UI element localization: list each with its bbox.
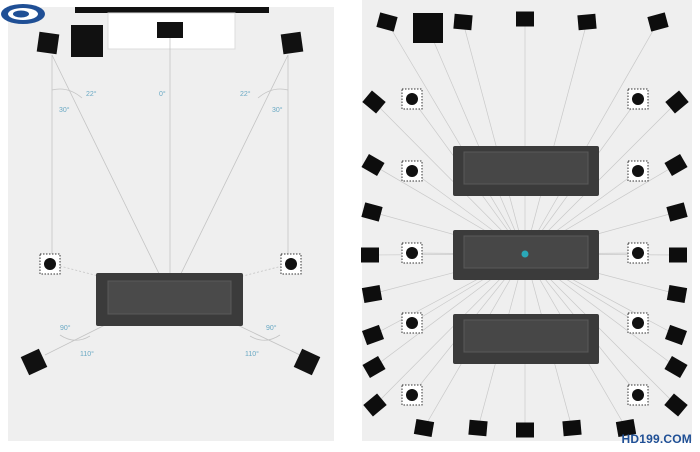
- left-layout-panel: [8, 7, 334, 441]
- angle-label-front-left-outer: 30°: [59, 106, 70, 114]
- perimeter-speaker: [666, 285, 688, 303]
- perimeter-speaker: [361, 202, 383, 222]
- angle-label-front-right: 22°: [240, 90, 251, 98]
- perimeter-speaker: [577, 13, 597, 31]
- subwoofer: [71, 25, 103, 57]
- inner-speaker-driver: [406, 165, 418, 177]
- perimeter-speaker: [664, 154, 688, 176]
- front-left-speaker: [36, 31, 60, 55]
- perimeter-speaker: [376, 12, 398, 32]
- inner-speaker-driver: [406, 317, 418, 329]
- inner-speaker-driver: [632, 93, 644, 105]
- perimeter-speaker: [516, 422, 534, 438]
- perimeter-speaker: [664, 324, 688, 346]
- perimeter-speaker: [413, 13, 443, 43]
- inner-speaker-driver: [406, 389, 418, 401]
- perimeter-speaker: [361, 324, 385, 346]
- perimeter-speaker: [647, 12, 669, 32]
- inner-speaker-driver: [406, 93, 418, 105]
- perimeter-speaker: [468, 419, 488, 437]
- watermark-logo-icon: [1, 4, 45, 24]
- angle-label-center: 0°: [159, 90, 166, 98]
- inner-speaker-driver: [632, 389, 644, 401]
- perimeter-speaker: [362, 356, 386, 378]
- perimeter-speaker: [362, 90, 386, 114]
- rear-left-speaker: [20, 348, 48, 376]
- perimeter-speaker: [615, 419, 637, 437]
- angle-label-surround-right-back: 110°: [245, 350, 259, 358]
- inner-speaker-driver: [632, 165, 644, 177]
- perimeter-speaker: [666, 202, 688, 222]
- perimeter-speaker: [669, 247, 687, 263]
- angle-label-surround-left: 90°: [60, 324, 71, 332]
- sofa-seat: [463, 151, 589, 185]
- perimeter-speaker: [664, 393, 688, 417]
- perimeter-speaker: [665, 90, 689, 114]
- listening-position-marker: [521, 250, 529, 258]
- inner-speaker-driver: [406, 247, 418, 259]
- inner-speaker-driver: [632, 247, 644, 259]
- angle-label-front-left: 22°: [86, 90, 97, 98]
- screen-bar: [75, 7, 269, 13]
- right-layout-panel: [362, 0, 692, 441]
- perimeter-speaker: [516, 11, 534, 27]
- sofa-seat: [463, 319, 589, 353]
- perimeter-speaker: [664, 356, 688, 378]
- perimeter-speaker: [453, 13, 473, 31]
- perimeter-speaker: [413, 419, 435, 437]
- perimeter-speaker: [361, 154, 385, 176]
- perimeter-speaker: [562, 419, 582, 437]
- inner-speaker-driver: [632, 317, 644, 329]
- angle-label-surround-right: 90°: [266, 324, 277, 332]
- front-right-speaker: [280, 31, 304, 55]
- watermark-text: HD199.COM: [621, 432, 692, 446]
- perimeter-speaker: [361, 285, 383, 303]
- rear-right-speaker: [293, 348, 321, 376]
- perimeter-speaker: [361, 247, 379, 263]
- center-speaker: [157, 22, 183, 38]
- angle-label-surround-left-back: 110°: [80, 350, 94, 358]
- angle-label-front-right-outer: 30°: [272, 106, 283, 114]
- perimeter-speaker: [363, 393, 387, 417]
